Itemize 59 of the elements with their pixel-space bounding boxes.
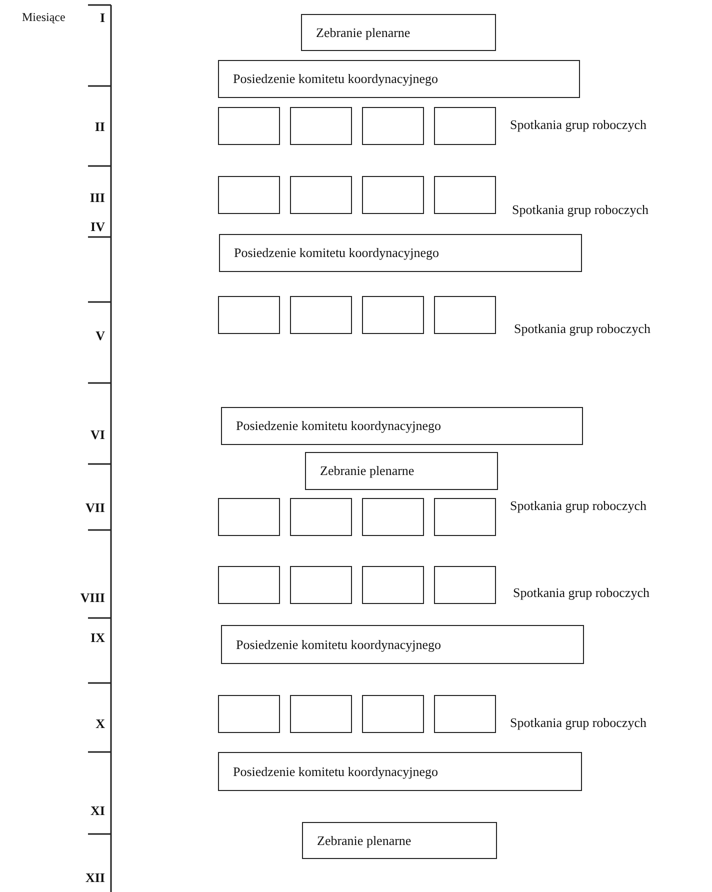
meeting-box — [302, 822, 497, 859]
box-text: Zebranie plenarne — [315, 24, 410, 40]
box-text: Zebranie plenarne — [319, 463, 414, 479]
empty-box — [362, 566, 424, 604]
empty-box — [290, 498, 352, 536]
row-label: Spotkania grup roboczych — [513, 585, 650, 601]
empty-box — [290, 107, 352, 145]
empty-box — [218, 107, 280, 145]
meeting-box — [218, 752, 582, 791]
empty-box — [434, 498, 496, 536]
month-numeral: I — [100, 10, 106, 26]
empty-box — [290, 566, 352, 604]
box-text: Posiedzenie komitetu koordynacyjnego — [235, 418, 442, 434]
month-numeral: VIII — [80, 590, 106, 606]
empty-box — [290, 176, 352, 214]
empty-box — [434, 695, 496, 733]
month-numeral: XI — [90, 803, 106, 819]
box-text: Posiedzenie komitetu koordynacyjnego — [235, 636, 442, 652]
row-label: Spotkania grup roboczych — [510, 117, 646, 133]
month-numeral: X — [96, 716, 106, 732]
empty-box — [362, 107, 424, 145]
empty-box — [362, 695, 424, 733]
empty-box — [218, 695, 280, 733]
month-numeral: IV — [90, 219, 106, 235]
month-numeral: V — [96, 328, 106, 344]
empty-box — [290, 695, 352, 733]
meeting-box — [221, 625, 584, 664]
meeting-box — [221, 407, 583, 445]
empty-box — [218, 498, 280, 536]
row-label: Spotkania grup roboczych — [514, 321, 650, 337]
month-numeral: II — [94, 119, 106, 135]
empty-box — [290, 296, 352, 334]
month-numeral: VI — [90, 427, 106, 443]
empty-box — [434, 566, 496, 604]
empty-box — [218, 296, 280, 334]
row-label: Spotkania grup roboczych — [512, 202, 648, 218]
empty-box — [362, 498, 424, 536]
meeting-box — [218, 60, 580, 98]
row-label: Spotkania grup roboczych — [510, 498, 646, 514]
month-numeral: XII — [85, 870, 106, 886]
empty-box — [434, 176, 496, 214]
month-numeral: III — [90, 190, 106, 206]
row-label: Spotkania grup roboczych — [510, 715, 646, 731]
empty-box — [362, 296, 424, 334]
box-text: Posiedzenie komitetu koordynacyjnego — [232, 71, 438, 87]
empty-box — [434, 107, 496, 145]
empty-box — [362, 176, 424, 214]
meeting-box — [219, 234, 582, 272]
empty-box — [218, 566, 280, 604]
empty-box — [218, 176, 280, 214]
box-text: Posiedzenie komitetu koordynacyjnego — [232, 764, 438, 780]
empty-box — [434, 296, 496, 334]
meeting-box — [301, 14, 496, 51]
box-text: Posiedzenie komitetu koordynacyjnego — [233, 245, 440, 261]
box-text: Zebranie plenarne — [316, 832, 412, 848]
month-numeral: VII — [85, 500, 106, 516]
axis-title: Miesiące — [22, 10, 66, 25]
meeting-box — [305, 452, 498, 490]
month-numeral: IX — [90, 630, 106, 646]
